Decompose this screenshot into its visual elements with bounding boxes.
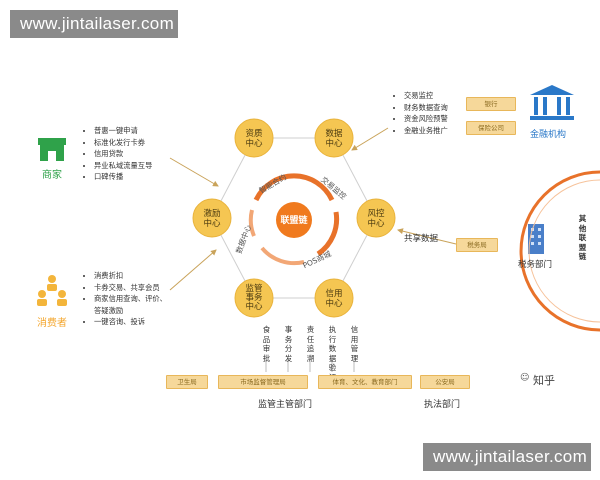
finance-box-bank: 银行: [466, 97, 516, 111]
ring-label-pos: POS商城: [301, 248, 333, 270]
box-market-supervision: 市场监督管理局: [218, 375, 308, 389]
arrow-consumer: [169, 249, 217, 291]
dept-label-enforcement: 执法部门: [424, 400, 461, 410]
orange-ring: [248, 173, 340, 266]
consumer-item: 一键咨询、投诉: [94, 316, 209, 328]
finance-item: 财务数据查询: [404, 102, 489, 114]
box-health-bureau: 卫生局: [166, 375, 208, 389]
node-data-line2: 中心: [325, 138, 343, 149]
finance-list: 交易监控 财务数据查询 资金风险预警 金融业务推广: [393, 90, 489, 136]
tax-arrow-label: 共享数据: [404, 234, 439, 244]
arrow-finance: [351, 127, 389, 151]
consumer-item: 卡券交易、共享会员: [94, 282, 209, 294]
brand-label: 知乎: [533, 374, 555, 387]
node-supervision-line3: 中心: [245, 301, 263, 312]
column-verification: 执行数据验证: [328, 325, 337, 382]
consumer-label: 消费者: [37, 318, 67, 329]
column-food-approval: 食品审批: [262, 325, 271, 363]
node-supervision-line2: 事务: [245, 292, 263, 303]
merchant-label: 商家: [42, 170, 62, 181]
node-qualification: 资质 中心: [234, 118, 274, 158]
node-credit: 信用 中心: [314, 278, 354, 318]
merchant-item: 异业私域流量互导: [94, 160, 204, 172]
node-qualification-line2: 中心: [245, 138, 263, 149]
node-credit-line1: 信用: [325, 288, 342, 299]
column-task-dispatch: 事务分发: [284, 325, 293, 363]
column-credit-management: 信用管理: [350, 325, 359, 363]
arrow-tax: [397, 228, 457, 245]
node-data-line1: 数据: [325, 128, 343, 139]
node-supervision: 监管 事务 中心: [234, 278, 274, 318]
consumer-item: 消费折扣: [94, 270, 209, 282]
node-credit-line2: 中心: [325, 298, 343, 309]
watermark-bottom: www.jintailaser.com: [423, 443, 591, 471]
finance-item: 交易监控: [404, 90, 489, 102]
consumer-item: 答疑激励: [94, 305, 124, 315]
node-data: 数据 中心: [314, 118, 354, 158]
merchant-item: 普惠一键申请: [94, 125, 204, 137]
dept-label-supervision: 监管主管部门: [258, 400, 313, 410]
svg-text:$: $: [548, 101, 556, 114]
other-chain-arc-inner: [528, 179, 600, 323]
merchant-item: 标准化发行卡券: [94, 137, 204, 149]
shop-icon: [38, 138, 66, 161]
bank-icon: $: [530, 85, 574, 120]
column-accountability: 责任追溯: [306, 325, 315, 363]
node-risk-line2: 中心: [367, 218, 385, 229]
node-incentive: 激励 中心: [192, 198, 232, 238]
merchant-item: 信用贷款: [94, 148, 204, 160]
node-incentive-line2: 中心: [203, 218, 221, 229]
tax-label: 税务部门: [518, 260, 553, 270]
center-label: 联盟链: [280, 214, 308, 226]
finance-box-insurance: 保险公司: [466, 121, 516, 135]
arrow-merchant: [169, 157, 219, 187]
consumer-list: 消费折扣 卡券交易、共享会员 商家信用查询、评价、 答疑激励 一键咨询、投诉: [83, 270, 209, 328]
finance-item: 金融业务推广: [404, 125, 489, 137]
tax-box: 税务局: [456, 238, 498, 252]
box-culture-education: 体育、文化、教育部门: [318, 375, 412, 389]
brand-icon: ☺: [520, 373, 530, 383]
ring-label-data: 数据中心: [233, 223, 253, 255]
consumer-item: 商家信用查询、评价、: [94, 293, 209, 305]
people-icon: [37, 275, 67, 306]
box-public-security: 公安局: [420, 375, 470, 389]
node-risk-line1: 风控: [367, 208, 385, 219]
watermark-top: www.jintailaser.com: [10, 10, 178, 38]
node-qualification-line1: 资质: [245, 128, 263, 139]
center-node: [276, 202, 312, 238]
other-chain-arc: [519, 170, 600, 332]
finance-label: 金融机构: [530, 130, 567, 140]
ring-label-smart-contract: 智能合约: [257, 172, 288, 196]
other-chain-label: 其他联盟链: [578, 214, 587, 261]
merchant-item: 口碑传播: [94, 171, 204, 183]
node-incentive-line1: 激励: [203, 208, 220, 219]
finance-item: 资金风险预警: [404, 113, 489, 125]
node-risk: 风控 中心: [356, 198, 396, 238]
merchant-list: 普惠一键申请 标准化发行卡券 信用贷款 异业私域流量互导 口碑传播: [83, 125, 204, 183]
column-connectors: [265, 360, 355, 372]
node-supervision-line1: 监管: [245, 283, 262, 294]
